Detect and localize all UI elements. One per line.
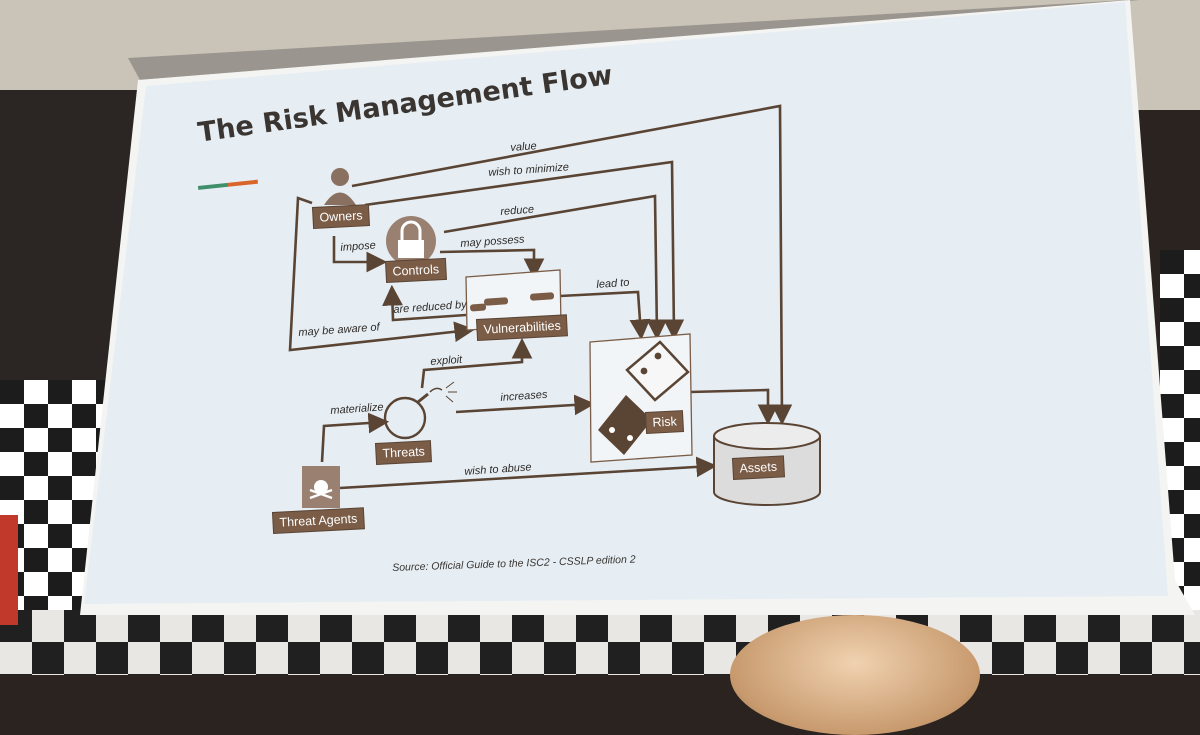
label-lead-to: lead to	[596, 276, 630, 291]
bomb-icon	[383, 381, 457, 440]
projection-screen	[80, 0, 1195, 615]
audience-head	[730, 615, 980, 735]
label-reduce: reduce	[500, 203, 535, 218]
edge-lead-to	[559, 290, 651, 341]
label-impose: impose	[340, 239, 377, 254]
edge-exploit	[420, 337, 533, 389]
edge-wish-to-abuse	[339, 456, 718, 490]
edge-wish-to-minimize	[364, 160, 685, 341]
edge-materialize	[320, 412, 390, 463]
edge-may-possess	[439, 248, 545, 280]
edge-are-reduced-by	[382, 284, 467, 322]
slide: The Risk Management Flow value wish to m…	[196, 60, 821, 574]
person-icon	[324, 168, 356, 205]
dice-icon	[589, 333, 693, 463]
skull-icon	[302, 466, 340, 508]
edge-increases	[455, 394, 596, 416]
edge-reduce	[443, 194, 668, 341]
broken-chain-icon	[465, 269, 562, 331]
edge-impose	[332, 236, 388, 273]
edge-risk-to-assets	[689, 388, 779, 426]
node-risk: Risk	[646, 411, 684, 433]
node-threats: Threats	[376, 441, 432, 464]
padlock-icon	[386, 216, 436, 266]
risk-flow-diagram	[288, 104, 821, 508]
node-assets: Assets	[733, 456, 784, 479]
label-exploit: exploit	[430, 353, 463, 368]
node-owners: Owners	[313, 205, 370, 228]
checkered-floor	[0, 610, 1200, 675]
label-value: value	[510, 140, 538, 154]
node-controls: Controls	[386, 258, 446, 282]
red-object	[0, 515, 18, 625]
edge-value	[351, 104, 793, 426]
edge-may-be-aware-of	[288, 196, 476, 352]
